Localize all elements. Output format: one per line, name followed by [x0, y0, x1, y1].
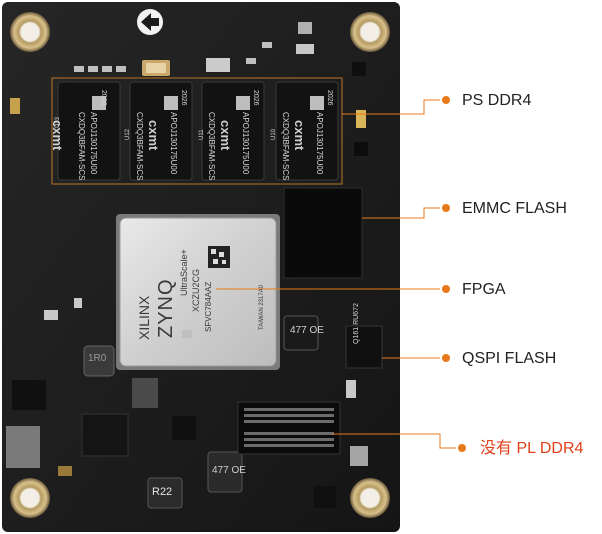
callout-dot-pl-ddr4 — [458, 444, 466, 452]
inductor-2 — [207, 451, 243, 493]
callout-line-ps-ddr4 — [342, 99, 440, 115]
inductor-4-label: 1R0 — [88, 353, 107, 364]
mount-hole-br — [350, 478, 390, 518]
callout-fpga: FPGA — [462, 281, 506, 298]
emmc-chip — [283, 187, 363, 279]
ddr-date-2: 2026 — [180, 90, 187, 106]
fpga-package: SFVC784AAZ — [204, 281, 213, 332]
ddr-ref-u10: U10 — [271, 128, 277, 140]
inductor-3 — [147, 477, 183, 509]
inductor-4 — [83, 345, 115, 377]
callout-dot-qspi — [442, 354, 450, 362]
callout-pl-ddr4: 没有 PL DDR4 — [480, 440, 584, 457]
ddr-part-3: CXDQ3BFAM-SCS — [207, 112, 216, 181]
ddr-brand-2: cxmt — [146, 120, 161, 151]
ddr-part-4: CXDQ3BFAM-SCS — [281, 112, 290, 181]
ddr-date-4: 2026 — [326, 90, 333, 106]
callout-emmc-flash: EMMC FLASH — [462, 200, 567, 217]
ddr-lot-1: APOJ130175U00 — [89, 112, 98, 175]
callout-line-pl-ddr4 — [332, 433, 456, 449]
ddr-date-3: 2026 — [252, 90, 259, 106]
ddr-date-1: 2026 — [100, 90, 107, 106]
mount-hole-bl — [10, 478, 50, 518]
ddr-ref-u11: U11 — [199, 129, 205, 140]
mount-hole-tl — [10, 12, 50, 52]
fpga-series: UltraScale+ — [179, 249, 189, 296]
ddr-part-1: CXDQ3BFAM-SCS — [77, 112, 86, 181]
callout-line-emmc — [362, 207, 440, 219]
fpga-brand-xilinx: XILINX — [136, 295, 152, 340]
fpga-lid — [119, 217, 277, 367]
callout-dot-ps-ddr4 — [442, 96, 450, 104]
ddr-ref-u12: U12 — [125, 128, 131, 140]
fpga-code: TAIWAN 2317A0 — [259, 284, 265, 330]
ddr-brand-3: cxmt — [218, 120, 233, 151]
ddr4-outline — [51, 77, 343, 185]
ddr-part-2: CXDQ3BFAM-SCS — [135, 112, 144, 181]
inductor-3-label: R22 — [152, 486, 173, 498]
callout-dot-fpga — [442, 285, 450, 293]
inductor-1 — [283, 315, 319, 351]
ddr-brand-4: cxmt — [292, 120, 307, 151]
callout-ps-ddr4: PS DDR4 — [462, 92, 532, 109]
callout-qspi-flash: QSPI FLASH — [462, 350, 557, 367]
fpga-brand-zynq: ZYNQ — [155, 278, 177, 338]
inductor-2-label: 477 OE — [212, 465, 246, 476]
ddr-ref-u13: U13 — [55, 116, 61, 128]
fpga-part: XCZU2CG — [191, 268, 201, 312]
callout-dot-emmc — [442, 204, 450, 212]
qspi-chip — [345, 325, 383, 369]
qspi-label: Q161 RU672 — [353, 303, 360, 344]
ddr-lot-3: APOJ130175U00 — [241, 112, 250, 175]
ddr-lot-4: APOJ130175U00 — [315, 112, 324, 175]
mount-hole-tr — [350, 12, 390, 52]
ddr-lot-2: APOJ130175U00 — [169, 112, 178, 175]
inductor-1-label: 477 OE — [290, 325, 324, 336]
